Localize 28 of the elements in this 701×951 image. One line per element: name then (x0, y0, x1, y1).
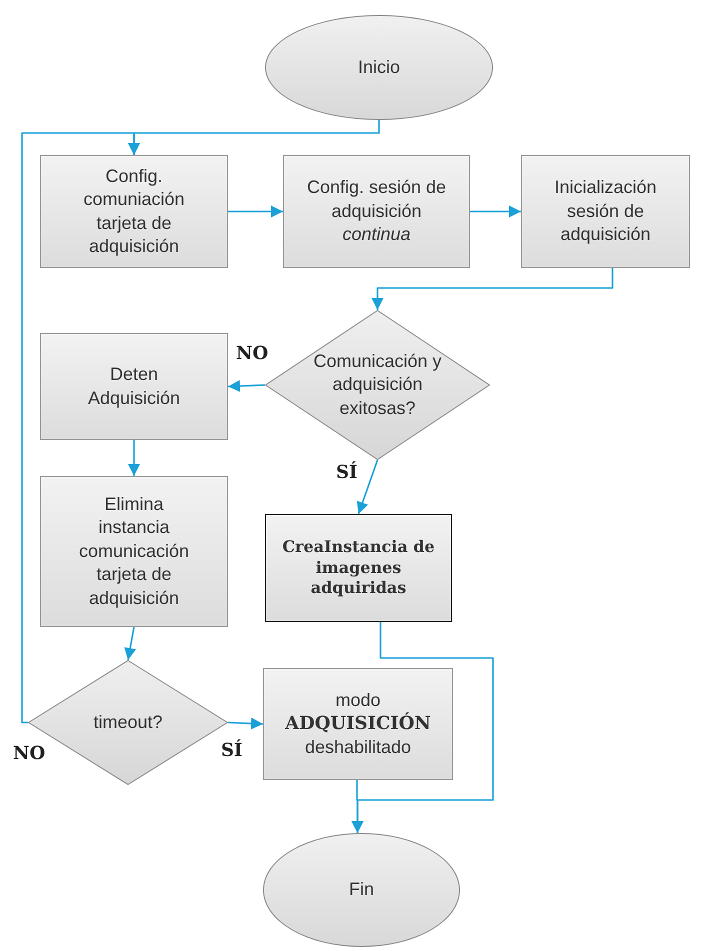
node-text: Comunicación y adquisición exitosas? (312, 350, 443, 420)
process-box (40, 333, 228, 440)
arrow (372, 268, 614, 310)
arrow (228, 718, 264, 730)
process-box (283, 155, 470, 268)
node-text: Deten Adquisición (86, 363, 182, 410)
node-text: Inicio (358, 56, 400, 79)
arrow (128, 440, 140, 476)
arrow (228, 380, 266, 392)
process-box (40, 476, 228, 627)
arrow (228, 206, 283, 218)
node-text: timeout? (93, 710, 163, 734)
process-box (40, 155, 228, 268)
arrow (352, 780, 364, 833)
node-text: modo ADQUISICIÓN deshabilitado (284, 688, 432, 759)
node-text: Fin (348, 878, 374, 902)
arrow (356, 460, 378, 514)
node-text: Inicialización sesión de adquisición (553, 176, 658, 246)
process-box (265, 514, 452, 622)
process-box (521, 155, 690, 268)
node-text: Elimina instancia comunicación tarjeta de adquisición (78, 493, 190, 610)
arrow (21, 132, 140, 724)
arrow (124, 626, 136, 660)
node-text: Config. sesión de adquisición continua (306, 176, 446, 246)
process-box (263, 668, 453, 780)
arrow (470, 206, 521, 218)
node-text: Config. comuniación tarjeta de adquisición (82, 164, 186, 258)
node-text: CreaInstancia de imagenes adquiridas (281, 536, 436, 600)
